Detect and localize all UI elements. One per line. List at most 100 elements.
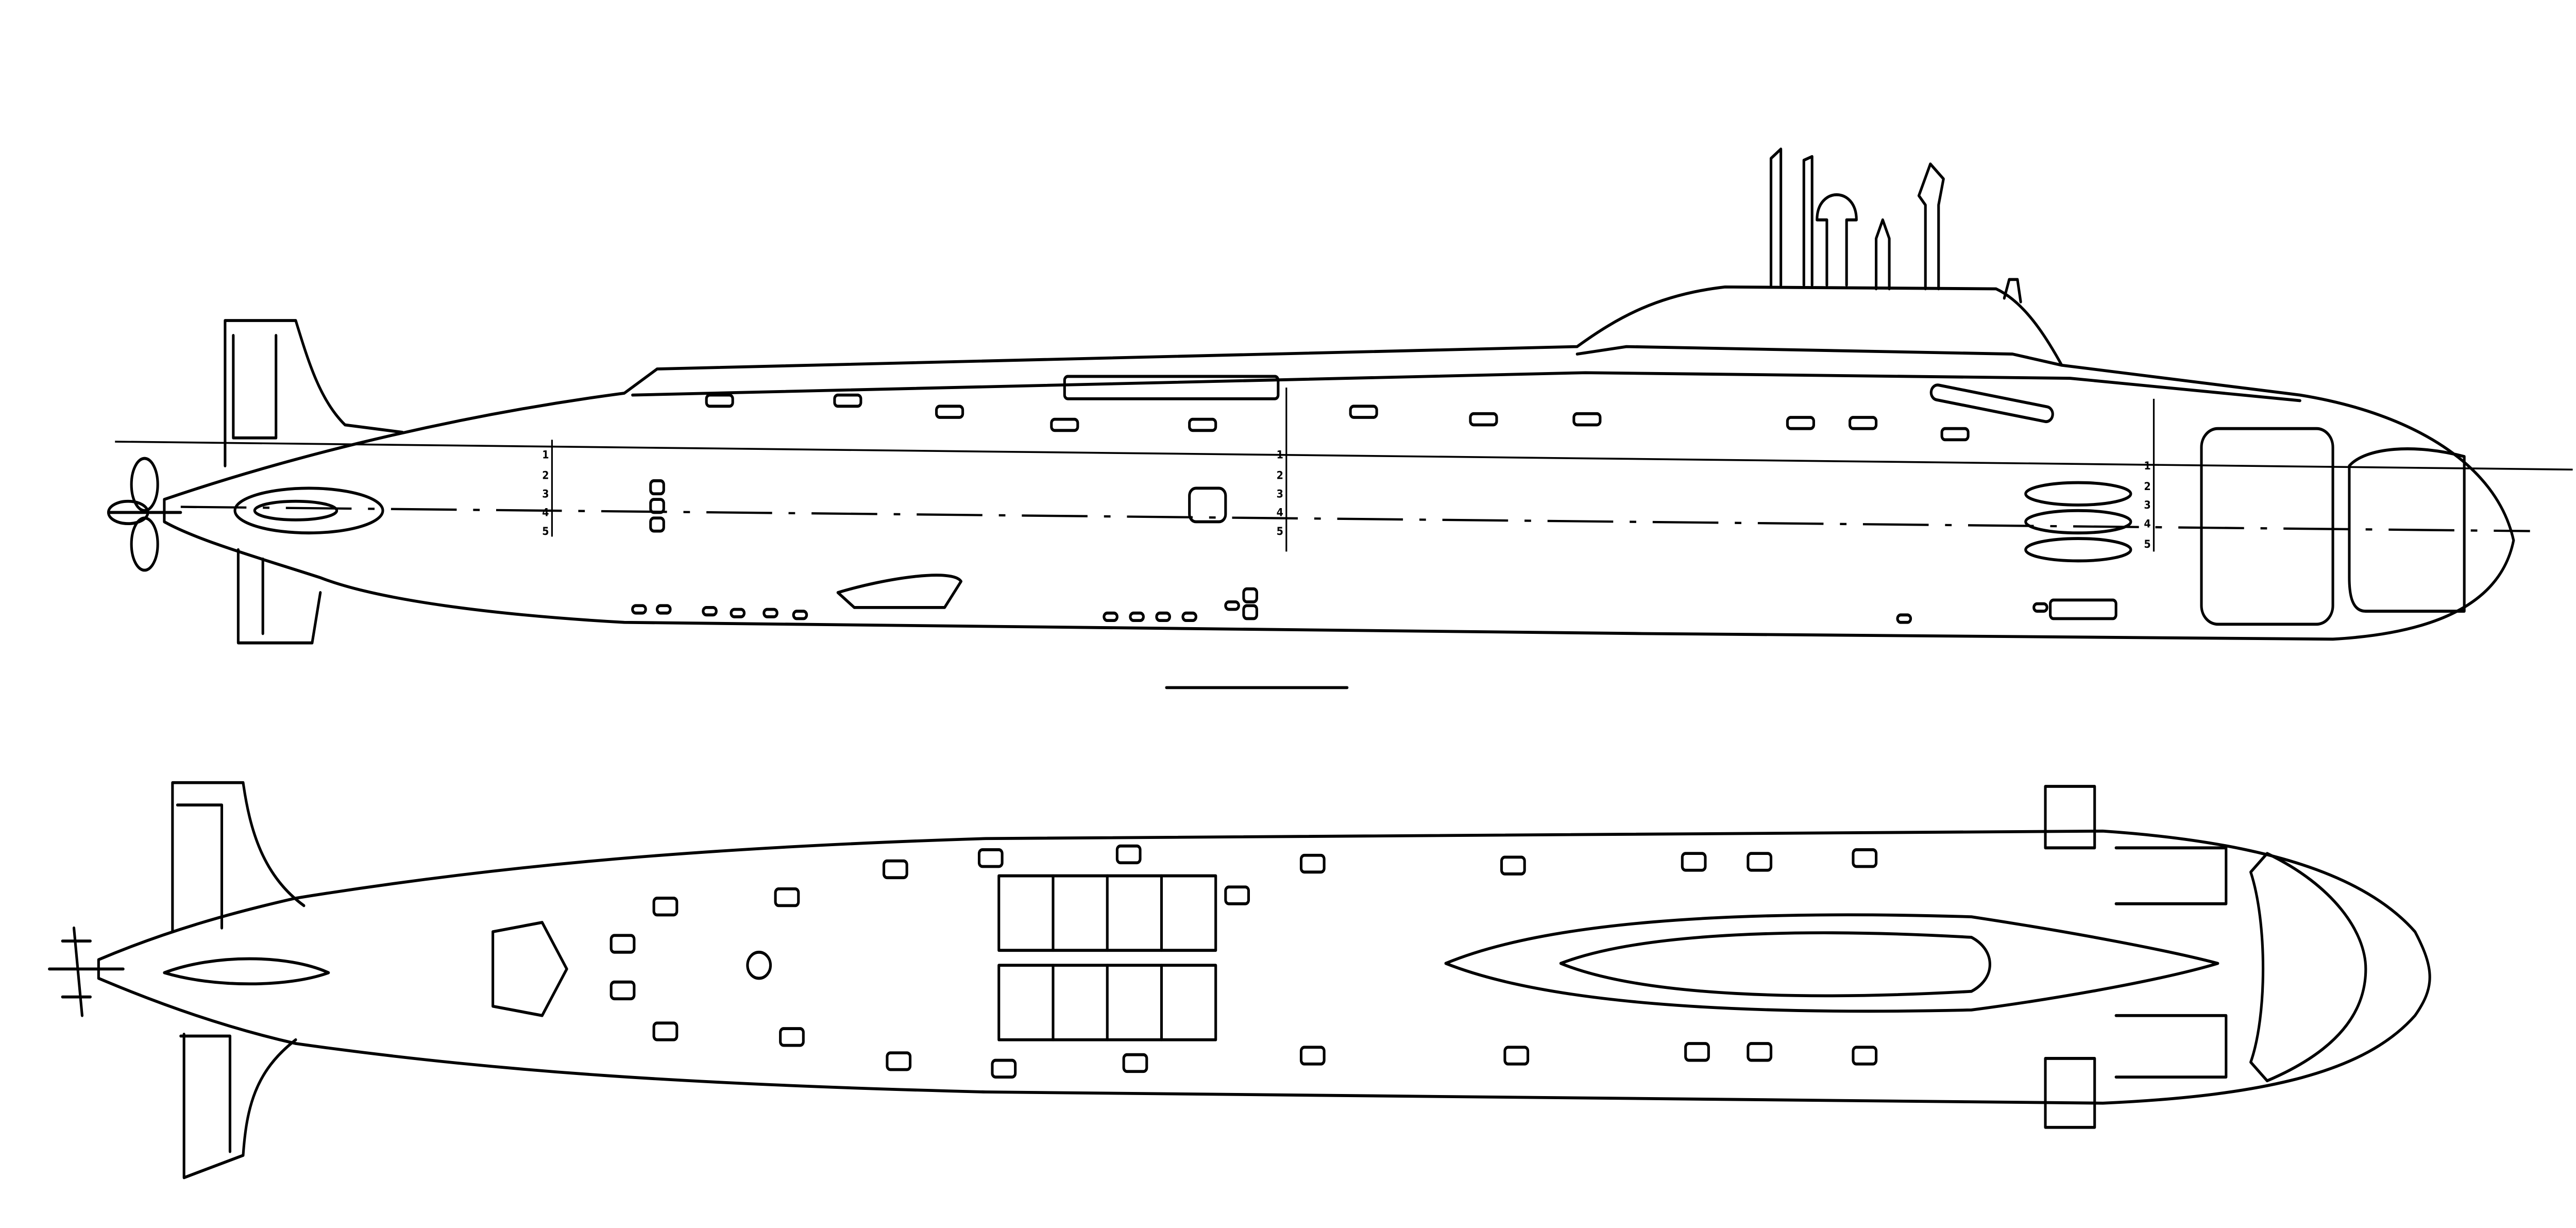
deck-fitting xyxy=(1050,417,1079,432)
sail-inner xyxy=(1559,931,1991,998)
deck-hatch xyxy=(883,859,908,880)
side-hull-outline xyxy=(163,285,2515,641)
deck-fitting xyxy=(1572,412,1602,427)
deck-hatch xyxy=(991,1058,1017,1079)
draft-mark-stern: 1 2 3 4 5 xyxy=(542,440,553,537)
hatch-round xyxy=(746,950,772,980)
hull-fitting xyxy=(1129,611,1145,623)
deck-hatch xyxy=(1299,853,1326,874)
masts xyxy=(1769,147,2022,304)
vent-grille xyxy=(649,516,665,533)
vent-grille xyxy=(649,498,665,514)
deck-fitting xyxy=(1188,417,1217,432)
deck-hatch xyxy=(1224,885,1250,905)
draft-label: 2 xyxy=(2144,480,2150,493)
stern-sonar-fairing xyxy=(233,486,384,535)
draft-label: 3 xyxy=(1277,487,1283,500)
vent-grille xyxy=(649,479,665,496)
sail-base-line xyxy=(1575,345,2063,367)
deck-fitting xyxy=(1349,405,1378,419)
deck-hatch xyxy=(652,897,679,917)
draft-label: 4 xyxy=(2144,517,2150,530)
draft-label: 2 xyxy=(542,468,549,481)
hull-fitting xyxy=(1181,611,1197,623)
bow-dome xyxy=(2348,447,2466,613)
deck-fitting xyxy=(1849,416,1878,430)
hull-fitting xyxy=(762,608,778,618)
deck-hatch xyxy=(1747,852,1773,872)
missile-hatches xyxy=(997,874,1217,1041)
deck-hatch xyxy=(1852,848,1878,868)
deck-fitting xyxy=(1940,427,1970,442)
draft-label: 4 xyxy=(542,506,549,519)
deck-hatch xyxy=(1684,1042,1710,1062)
draft-label: 5 xyxy=(1277,525,1283,537)
deck-hatch xyxy=(977,848,1004,868)
deck-hatch xyxy=(774,887,800,907)
stern-plane-upper xyxy=(171,781,306,933)
deck-hatch xyxy=(1681,852,1707,872)
stern-plane-lower xyxy=(179,1033,297,1180)
draft-label: 5 xyxy=(2144,537,2150,550)
keel-fairing xyxy=(836,574,962,609)
top-view xyxy=(48,781,2431,1180)
draft-label: 2 xyxy=(1277,468,1283,481)
hull-fitting xyxy=(2032,602,2048,613)
hull-fitting xyxy=(1224,600,1240,611)
waterline xyxy=(115,441,2573,471)
side-view xyxy=(107,147,2573,689)
draft-mark-bow: 1 2 3 4 5 xyxy=(2144,398,2155,552)
deck-hatch xyxy=(1852,1046,1878,1066)
draft-label: 1 xyxy=(542,448,549,461)
deck-hatch xyxy=(652,1021,679,1041)
stern-hatch-fairing xyxy=(492,921,568,1017)
hull-centerline xyxy=(180,506,2530,532)
sail-top xyxy=(1444,913,2219,1013)
casing-deck-line xyxy=(631,371,2301,402)
deck-hatch xyxy=(886,1051,912,1071)
draft-label: 3 xyxy=(542,487,549,500)
deck-hatch xyxy=(1500,855,1526,876)
hull-fitting xyxy=(730,608,746,618)
bow-dome-top xyxy=(2249,852,2367,1083)
deck-hatch xyxy=(609,980,636,1001)
bow-plane-lower xyxy=(2044,1014,2228,1129)
hull-fitting xyxy=(1155,611,1171,623)
deck-fitting xyxy=(833,393,862,408)
draft-label: 4 xyxy=(1277,506,1283,519)
stern-fairing-top xyxy=(163,957,330,986)
deck-hatch xyxy=(1747,1042,1773,1062)
deck-fitting xyxy=(935,405,964,419)
deck-hatch xyxy=(1299,1046,1326,1066)
draft-mark-midship: 1 2 3 4 5 xyxy=(1277,388,1287,552)
deck-fittings-top xyxy=(609,844,1878,1079)
hull-fitting xyxy=(655,604,672,615)
torpedo-tube-doors xyxy=(2024,481,2132,563)
hull-fitting xyxy=(631,604,647,615)
bow-plane-upper xyxy=(2044,785,2228,905)
lower-rudder xyxy=(236,548,322,645)
deck-hatch xyxy=(609,934,636,954)
bow-plane xyxy=(1929,383,2054,424)
draft-label: 5 xyxy=(542,525,549,537)
upper-rudder xyxy=(224,319,404,467)
side-hatch xyxy=(1188,486,1227,524)
draft-label: 3 xyxy=(2144,498,2150,511)
casing-panel xyxy=(1063,375,1280,400)
draft-label: 1 xyxy=(1277,448,1283,461)
deck-hatch xyxy=(1503,1046,1530,1066)
hull-fitting xyxy=(1896,613,1912,624)
vent-grille xyxy=(1242,587,1258,603)
stern-fairing-inner xyxy=(253,499,338,522)
bow-sonar-array xyxy=(2200,427,2334,626)
deck-hatch xyxy=(779,1027,805,1047)
deck-fitting xyxy=(1469,412,1498,427)
deck-hatch xyxy=(1122,1053,1148,1073)
hull-fitting xyxy=(2049,598,2117,620)
draft-marks: 1 2 3 4 5 1 2 3 4 5 1 2 3 4 5 xyxy=(542,388,2155,552)
vent-grille xyxy=(1242,604,1258,620)
deck-fittings xyxy=(631,375,2117,624)
draft-label: 1 xyxy=(2144,459,2150,472)
deck-hatch xyxy=(1115,844,1142,865)
